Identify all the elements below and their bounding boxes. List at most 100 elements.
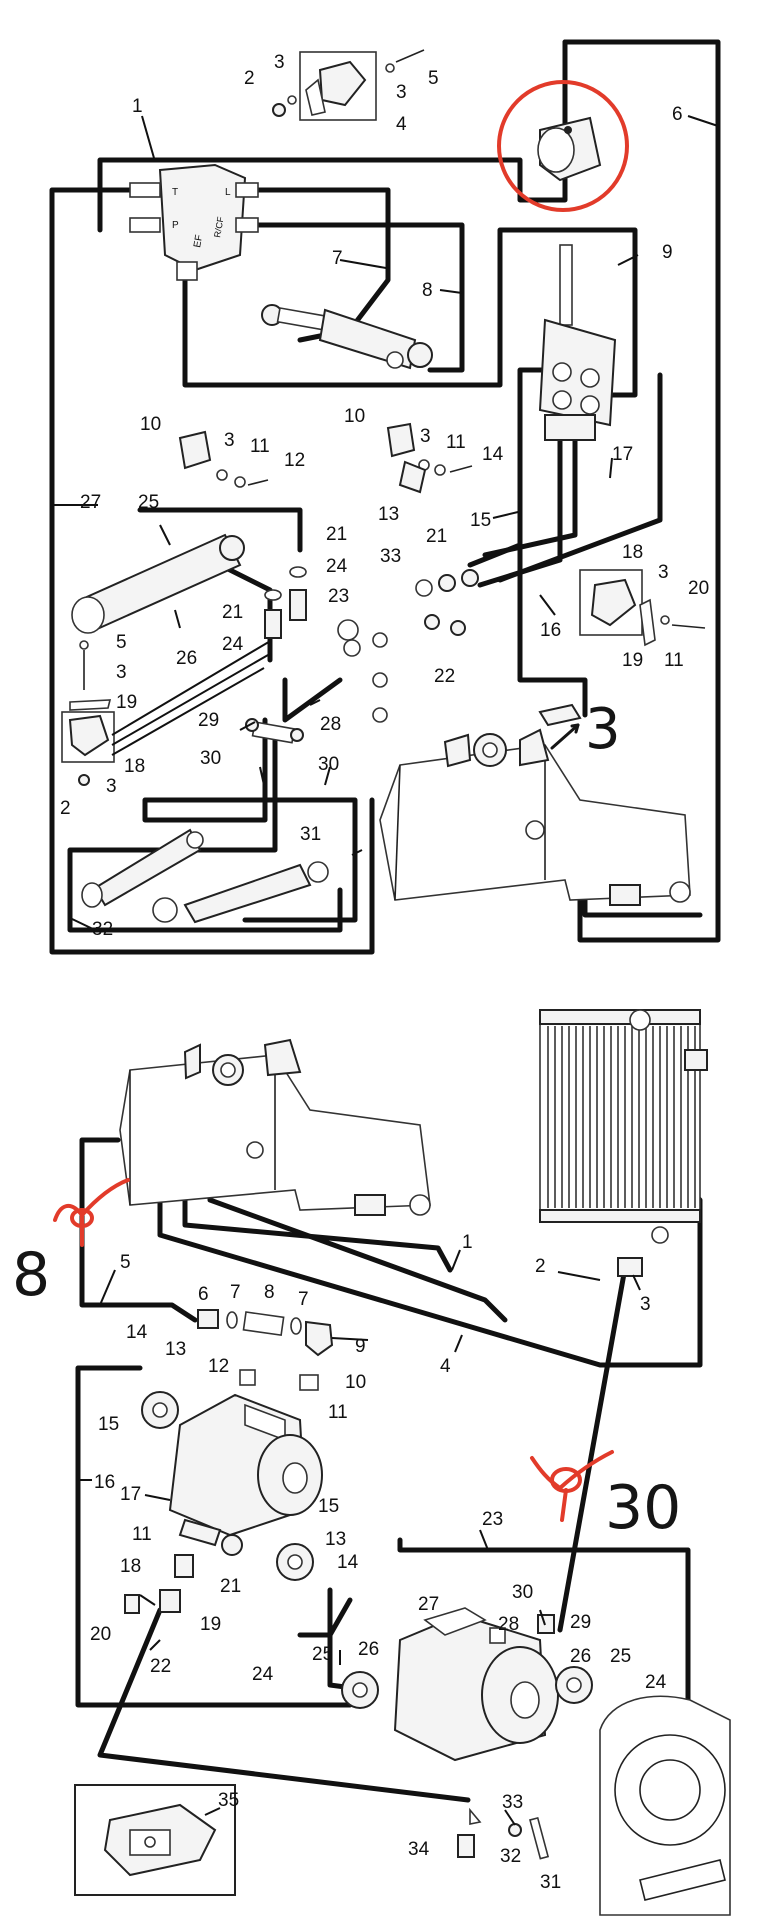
valve-port-p: P: [172, 220, 179, 231]
label-t27: 27: [80, 492, 101, 513]
top-callout-labels: 1 2 3 3 4 5 6 7 8 9 10 3 11 12 10 3 11 1…: [60, 52, 709, 940]
label-t22: 22: [434, 666, 455, 687]
label-t3a: 3: [274, 52, 285, 73]
label-b34: 34: [408, 1839, 430, 1860]
label-t19a: 19: [116, 692, 137, 713]
lift-cylinder-icon: [71, 533, 245, 634]
label-t13: 13: [378, 504, 399, 525]
label-b25a: 25: [312, 1644, 333, 1665]
label-b14b: 14: [337, 1552, 359, 1573]
secondary-pump-icon: [341, 1607, 593, 1762]
bottom-diagram: 8 30 1 2 3 4 5 6 7: [12, 1009, 731, 1916]
label-b5: 5: [120, 1252, 131, 1273]
label-t23: 23: [328, 586, 349, 607]
label-t30a: 30: [200, 748, 221, 769]
label-b7b: 7: [298, 1289, 309, 1310]
label-b28: 28: [498, 1614, 519, 1635]
label-t11b: 11: [446, 432, 466, 453]
label-t5: 5: [428, 68, 439, 89]
engine-flywheel-housing-icon: [599, 1695, 731, 1916]
label-t3g: 3: [106, 776, 117, 797]
label-b33: 33: [502, 1792, 523, 1813]
label-t4: 4: [396, 114, 407, 135]
label-t10b: 10: [344, 406, 365, 427]
label-t3f: 3: [116, 662, 127, 683]
fitting-10-left-icon: [178, 430, 269, 488]
fitting-10-right-icon: [386, 422, 473, 494]
label-b19: 19: [200, 1614, 221, 1635]
label-t30b: 30: [318, 754, 339, 775]
label-t3b: 3: [396, 82, 407, 103]
label-b13a: 13: [165, 1339, 186, 1360]
label-b17: 17: [120, 1484, 141, 1505]
bottom-cylinder-left-icon: [81, 828, 204, 908]
label-b16: 16: [94, 1472, 115, 1493]
label-t21a: 21: [326, 524, 347, 545]
label-t18b: 18: [124, 756, 145, 777]
fittings-row-6-9-icon: [197, 1257, 643, 1357]
valve-port-t: T: [172, 187, 178, 198]
label-t33: 33: [380, 546, 401, 567]
label-b1: 1: [462, 1232, 473, 1253]
label-b21: 21: [220, 1576, 241, 1597]
fasteners-31-34-icon: [457, 1807, 550, 1860]
label-t3e: 3: [658, 562, 669, 583]
label-b12: 12: [208, 1356, 229, 1377]
bracket-kit-icon: [272, 49, 425, 121]
label-t9: 9: [662, 242, 673, 263]
label-t31: 31: [300, 824, 321, 845]
label-t5b: 5: [116, 632, 127, 653]
label-b15b: 15: [318, 1496, 339, 1517]
label-b24a: 24: [252, 1664, 274, 1685]
hydraulic-tank-bottom-icon: [119, 1038, 431, 1216]
label-b26b: 26: [570, 1646, 591, 1667]
label-b8: 8: [264, 1282, 275, 1303]
label-b31: 31: [540, 1872, 561, 1893]
handwritten-thirty-text: 30: [605, 1473, 681, 1543]
label-t16: 16: [540, 620, 561, 641]
label-t12: 12: [284, 450, 305, 471]
bottom-callout-labels: 1 2 3 4 5 6 7 8 7 9 14 13 12 10 15 11 16…: [90, 1232, 667, 1893]
label-t20: 20: [688, 578, 709, 599]
label-b14a: 14: [126, 1322, 148, 1343]
label-t25: 25: [138, 492, 159, 513]
label-t2b: 2: [60, 798, 71, 819]
label-t28: 28: [320, 714, 341, 735]
label-t17: 17: [612, 444, 633, 465]
top-leader-lines: [52, 115, 719, 931]
label-t24a: 24: [326, 556, 348, 577]
label-b26a: 26: [358, 1639, 379, 1660]
fittings-cluster-icon: [372, 569, 479, 723]
tee-fitting-icon: [245, 718, 304, 744]
label-b23: 23: [482, 1509, 503, 1530]
bottom-leader-lines: [78, 1249, 641, 1826]
label-t24b: 24: [222, 634, 244, 655]
label-b35: 35: [218, 1790, 239, 1811]
label-t11c: 11: [664, 650, 684, 671]
steering-cylinder-icon: [261, 304, 433, 370]
label-b22: 22: [150, 1656, 171, 1677]
label-b7a: 7: [230, 1282, 241, 1303]
label-b11b: 11: [132, 1524, 152, 1545]
label-b18: 18: [120, 1556, 141, 1577]
top-diagram: T P L R/CF EF: [49, 39, 721, 955]
label-t18a: 18: [622, 542, 643, 563]
label-t32: 32: [92, 919, 113, 940]
handwritten-three-text: 3: [585, 697, 621, 762]
label-b32: 32: [500, 1846, 521, 1867]
label-t14: 14: [482, 444, 504, 465]
label-b9: 9: [355, 1336, 366, 1357]
valve-port-ef: EF: [192, 234, 205, 248]
label-b2: 2: [535, 1256, 546, 1277]
label-b24b: 24: [645, 1672, 667, 1693]
label-b11a: 11: [328, 1402, 348, 1423]
bracket-18-right-icon: [579, 569, 706, 647]
bracket-18-left-icon: [61, 640, 115, 786]
handwritten-eight-text: 8: [12, 1240, 50, 1310]
label-t8: 8: [422, 280, 433, 301]
label-t11a: 11: [250, 436, 270, 457]
handwritten-annotations-bottom: 8 30: [12, 1178, 681, 1543]
label-t15: 15: [470, 510, 491, 531]
hydraulic-tank-icon: [379, 728, 691, 906]
